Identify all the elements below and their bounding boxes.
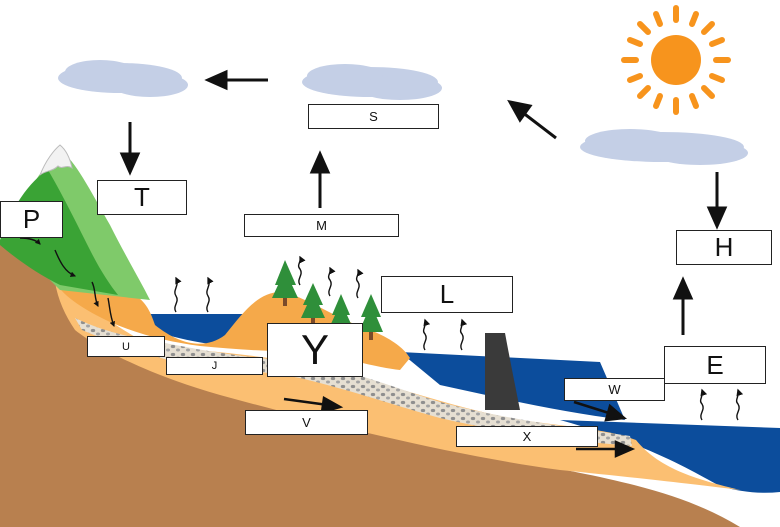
label-box-j: J	[166, 357, 263, 375]
label-box-s: S	[308, 104, 439, 129]
label-box-u: U	[87, 336, 165, 357]
label-box-e: E	[664, 346, 766, 384]
evaporation-wave-icon	[174, 255, 744, 421]
label-box-h: H	[676, 230, 772, 265]
sea-water	[560, 420, 780, 493]
label-box-w: W	[564, 378, 665, 401]
groundwater-flow-arrows	[19, 237, 115, 328]
label-box-m: M	[244, 214, 399, 237]
arrow-icon	[119, 69, 728, 335]
label-box-l: L	[381, 276, 513, 313]
sun-icon	[621, 5, 731, 115]
label-box-v: V	[245, 410, 368, 435]
label-box-p: P	[0, 201, 63, 238]
cloud-icon	[58, 60, 188, 97]
tree-icon	[272, 260, 383, 340]
cloud-icon	[302, 64, 442, 100]
label-box-y: Y	[267, 323, 363, 377]
arrow-icon	[283, 396, 636, 458]
bedrock	[0, 240, 740, 527]
label-box-t: T	[97, 180, 187, 215]
cloud-icon	[580, 129, 748, 165]
label-box-x: X	[456, 426, 598, 447]
dam-icon	[485, 333, 520, 410]
